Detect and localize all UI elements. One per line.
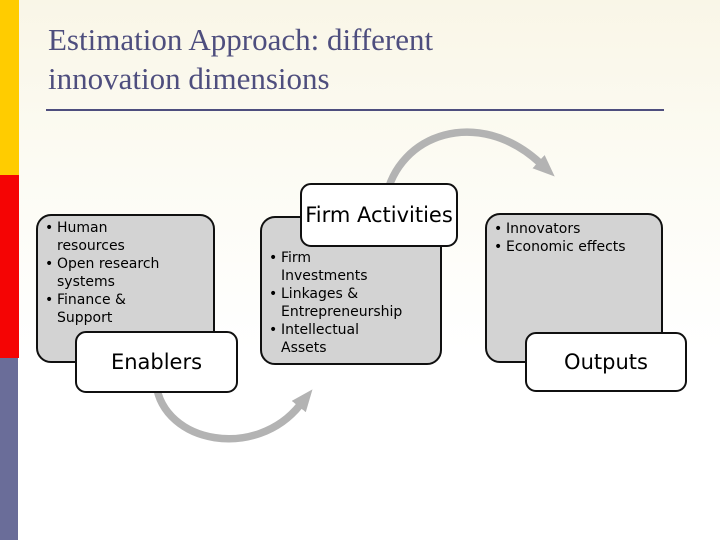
enablers-label-box: Enablers [75, 331, 238, 393]
page-title-line-2: innovation dimensions [48, 61, 330, 96]
outputs-bullet-list: Innovators Economic effects [487, 215, 661, 256]
accent-bar-slate [0, 358, 18, 540]
page-title-line-1: Estimation Approach: different [48, 22, 434, 57]
title-underline [46, 109, 664, 111]
firm-activities-bullet-list: Firm Investments Linkages & Entrepreneur… [262, 218, 440, 357]
accent-bar-yellow [0, 0, 19, 175]
list-item: Human resources [45, 219, 179, 255]
page-title: Estimation Approach: different innovatio… [48, 20, 608, 98]
list-item: Finance & Support [45, 291, 179, 327]
accent-bar-red [0, 175, 19, 358]
firm-activities-label-box: Firm Activities [300, 183, 458, 247]
arrow-enablers-to-activities-icon [152, 383, 313, 443]
enablers-bullet-list: Human resources Open research systems Fi… [38, 216, 213, 327]
outputs-label-box: Outputs [525, 332, 687, 392]
list-item: Innovators [494, 220, 633, 238]
firm-activities-label: Firm Activities [305, 203, 453, 227]
list-item: Open research systems [45, 255, 179, 291]
arrow-activities-to-outputs-icon [382, 128, 555, 199]
list-item: Economic effects [494, 238, 633, 256]
list-item: Linkages & Entrepreneurship [269, 285, 402, 321]
list-item: Intellectual Assets [269, 321, 402, 357]
enablers-label: Enablers [110, 350, 203, 374]
list-item: Firm Investments [269, 249, 402, 285]
outputs-label: Outputs [564, 350, 648, 374]
